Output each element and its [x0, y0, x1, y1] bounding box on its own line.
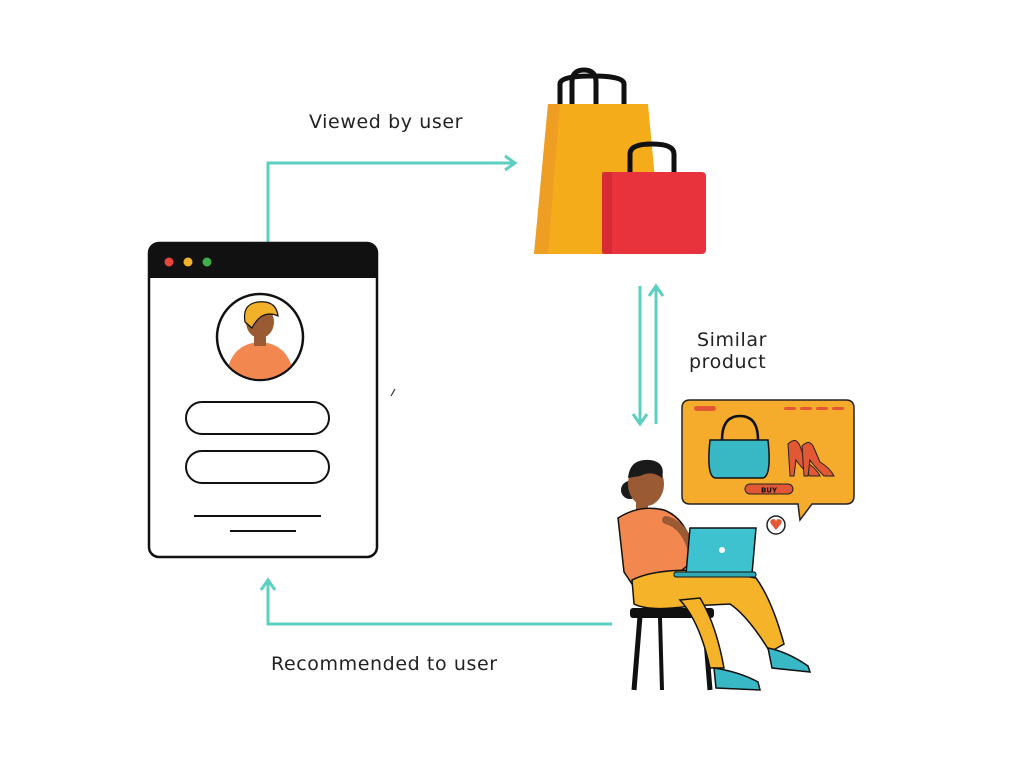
similar-label-line2: product	[689, 351, 767, 373]
window-dot-yellow	[183, 257, 193, 267]
similar-label-line1: Similar	[697, 329, 768, 351]
recommended-arrow	[259, 577, 612, 626]
heart-icon	[766, 515, 786, 535]
avatar	[215, 292, 305, 382]
person-laptop-icon	[617, 459, 812, 691]
buy-button-graphic	[744, 483, 794, 495]
profile-field-2	[185, 450, 330, 484]
shopping-bags-icon	[534, 67, 706, 254]
viewed-arrow	[266, 154, 518, 242]
profile-field-1	[185, 401, 330, 435]
browser-window-icon	[147, 241, 379, 559]
viewed-by-user-label: Viewed by user	[309, 111, 464, 133]
similar-arrows	[631, 283, 665, 427]
window-dot-red	[164, 257, 174, 267]
product-screen-icon: BUY	[681, 399, 855, 522]
heels-icon	[787, 440, 835, 477]
buy-label: BUY	[761, 487, 778, 495]
recommended-to-user-label: Recommended to user	[271, 653, 498, 675]
stray-mark	[390, 388, 396, 397]
purse-icon	[708, 414, 770, 479]
window-dot-green	[202, 257, 212, 267]
